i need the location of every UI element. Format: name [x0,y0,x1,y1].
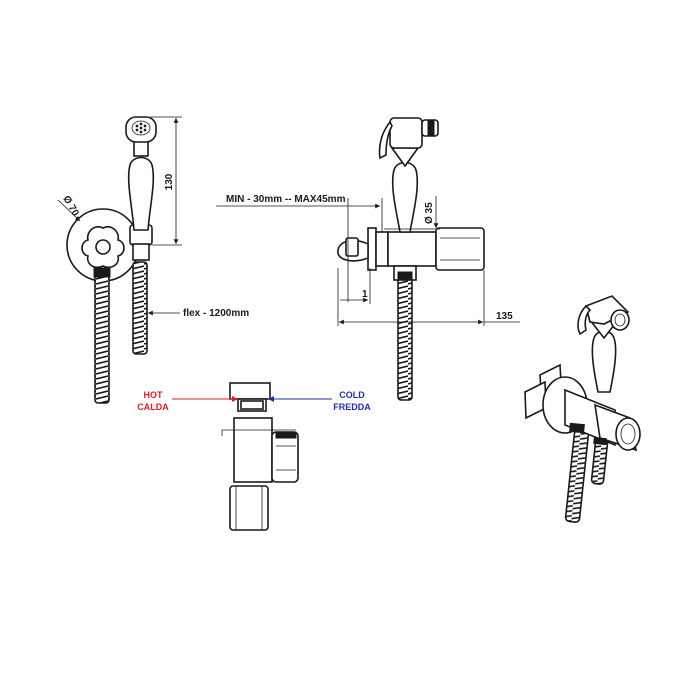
side-trigger [378,120,393,160]
iso-knob-face [615,417,641,451]
front-view: 130 Ø 70 flex - 1200mm [57,116,249,404]
dim-dia35-label: Ø 35 [424,202,435,224]
section-cap [229,382,271,400]
handset-head [125,116,157,143]
hose-right [132,261,148,355]
iso-hose-left [564,429,590,523]
flex-label: flex - 1200mm [183,308,249,319]
section-lower-nut [229,485,269,531]
dim-1-label: 1 [362,289,368,300]
hose-left [94,274,110,404]
dim-130-label: 130 [164,173,175,190]
side-handset-handle [391,161,419,233]
side-handset-head [389,117,423,149]
hose-nut [93,267,111,278]
dim-wall-range-label: MIN - 30mm -- MAX45mm [226,194,346,205]
side-hose [397,277,413,401]
hot-label-1: HOT [144,390,164,400]
isometric-view [524,295,641,523]
dim-dia70-label: Ø 70 [60,194,81,219]
flower-center [95,239,111,255]
valve-knob [435,227,485,271]
valve-body [387,231,437,267]
dim-dia70-line [57,199,81,222]
section-right-connector [271,431,299,483]
iso-handset-handle [591,330,617,393]
iso-trigger [577,304,592,336]
dim-135-label: 135 [496,311,513,322]
handset-handle [127,156,155,231]
cold-label-2: FREDDA [333,402,371,412]
holder-lower [132,243,150,261]
wall-flange [367,227,377,271]
wall-plate [375,231,389,267]
side-view: MIN - 30mm -- MAX45mm Ø 35 1 135 [216,117,520,401]
hot-label-2: CALDA [137,402,169,412]
cold-label-1: COLD [339,390,365,400]
spray-face [131,120,151,136]
iso-nozzle [610,309,630,331]
side-handset-cone [390,147,420,168]
section-body [233,417,273,483]
valve-section-view: HOT CALDA COLD FREDDA [137,382,371,531]
